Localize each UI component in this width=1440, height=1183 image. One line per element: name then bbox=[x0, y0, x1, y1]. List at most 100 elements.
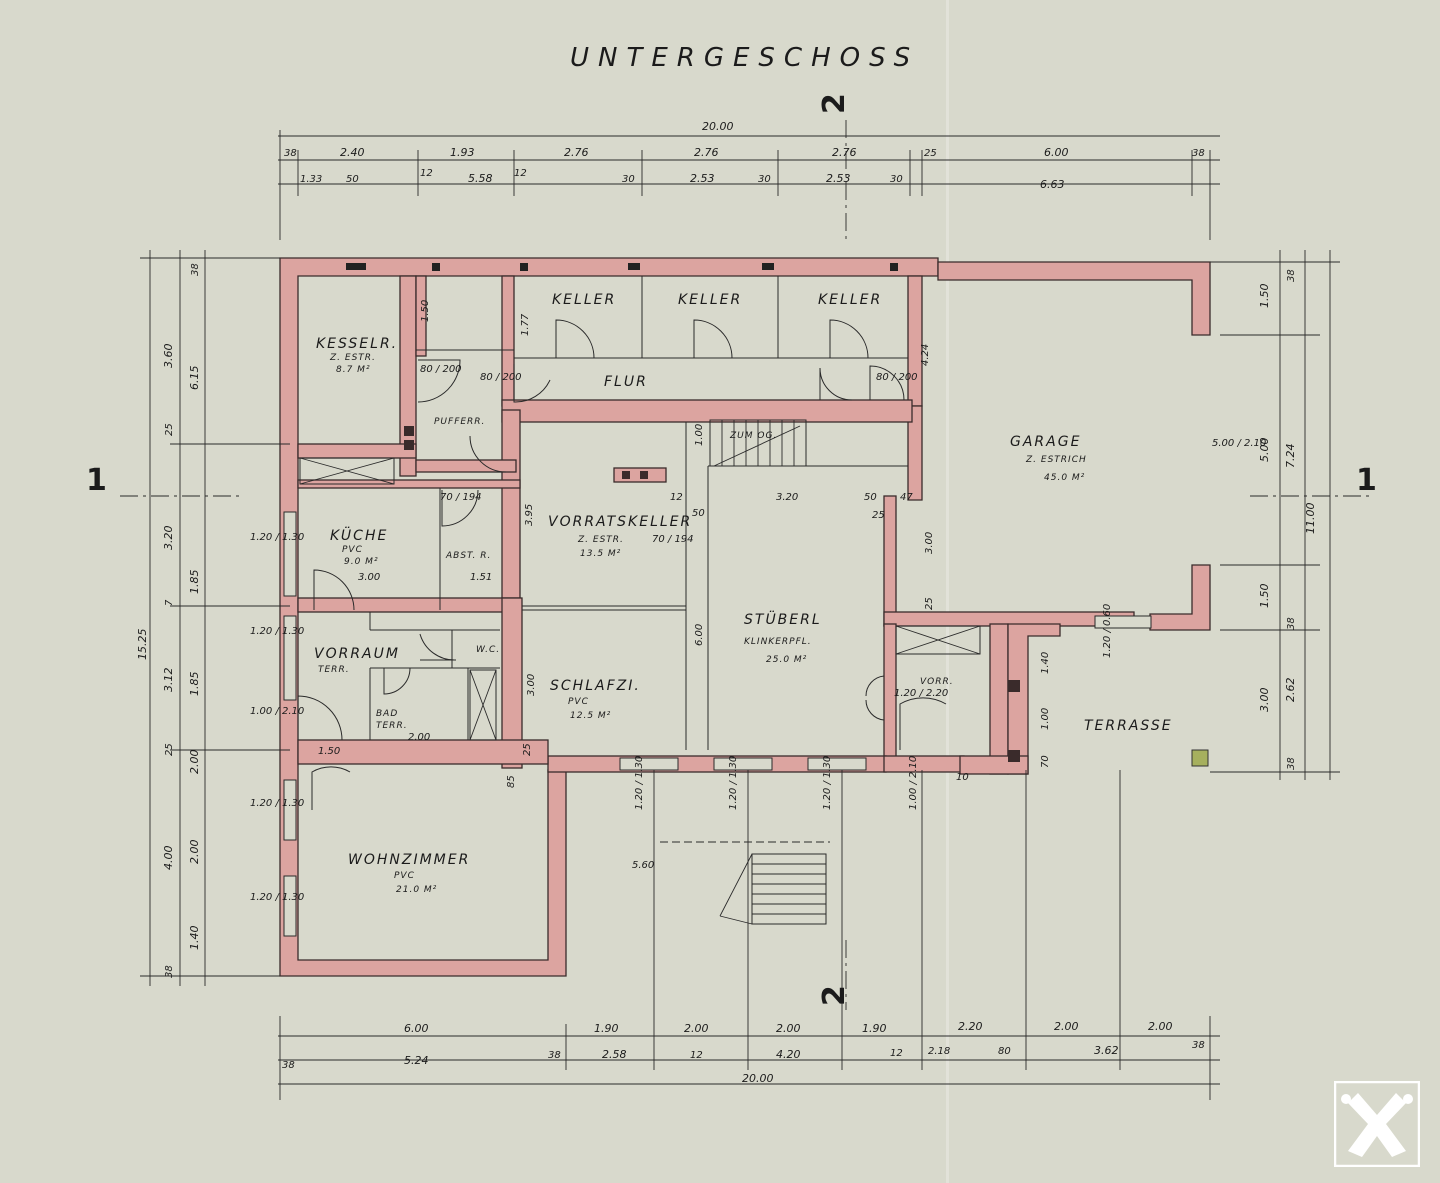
svg-text:10: 10 bbox=[956, 772, 969, 783]
keller2-name: KELLER bbox=[678, 292, 742, 308]
puffer-name: PUFFERR. bbox=[434, 417, 485, 427]
svg-text:3.00: 3.00 bbox=[358, 572, 380, 583]
svg-text:1.00: 1.00 bbox=[694, 424, 705, 446]
section-2-bottom: 2 bbox=[817, 985, 852, 1006]
window-left-wohn1 bbox=[283, 779, 297, 841]
svg-text:1.77: 1.77 bbox=[520, 313, 531, 336]
svg-text:1.90: 1.90 bbox=[594, 1022, 619, 1035]
svg-text:3.62: 3.62 bbox=[1094, 1044, 1119, 1057]
room-labels: KESSELR. Z. ESTR. 8.7 M² KELLER KELLER K… bbox=[314, 292, 1173, 895]
kueche-name: KÜCHE bbox=[330, 526, 388, 544]
svg-text:7.24: 7.24 bbox=[1284, 444, 1297, 469]
svg-text:38: 38 bbox=[282, 1060, 295, 1071]
schlaf-floor: PVC bbox=[568, 697, 589, 707]
svg-text:1.20 / 0.60: 1.20 / 0.60 bbox=[1102, 604, 1113, 658]
outer-wall-top bbox=[279, 257, 939, 977]
kueche-floor: PVC bbox=[342, 545, 363, 555]
schlaf-area: 12.5 M² bbox=[570, 711, 611, 721]
svg-text:3.95: 3.95 bbox=[524, 504, 535, 526]
wohn-area: 21.0 M² bbox=[396, 885, 437, 895]
svg-text:25: 25 bbox=[164, 743, 175, 756]
window-left-wohn2 bbox=[283, 875, 297, 937]
svg-text:38: 38 bbox=[284, 148, 297, 159]
svg-text:25: 25 bbox=[924, 597, 935, 610]
svg-text:1.20 / 1.30: 1.20 / 1.30 bbox=[728, 756, 739, 810]
svg-text:70 / 194: 70 / 194 bbox=[440, 492, 482, 503]
svg-text:6.63: 6.63 bbox=[1040, 178, 1065, 191]
svg-text:4.00: 4.00 bbox=[162, 846, 175, 871]
svg-text:25: 25 bbox=[164, 423, 175, 436]
inner-dimensions: 1.50 1.77 4.24 5.00 / 2.10 80 / 200 80 /… bbox=[250, 300, 1266, 903]
svg-text:2.76: 2.76 bbox=[694, 146, 719, 159]
stueberl-floor: KLINKERPFL. bbox=[744, 637, 812, 647]
svg-text:3.00: 3.00 bbox=[924, 532, 935, 554]
section-2-top: 2 bbox=[817, 93, 852, 114]
svg-text:1.85: 1.85 bbox=[188, 570, 201, 595]
svg-text:1.50: 1.50 bbox=[318, 746, 340, 757]
svg-text:1.33: 1.33 bbox=[300, 174, 322, 185]
svg-text:3.60: 3.60 bbox=[162, 344, 175, 369]
svg-text:80 / 200: 80 / 200 bbox=[876, 372, 918, 383]
svg-text:38: 38 bbox=[1286, 617, 1297, 630]
wall-150 bbox=[415, 275, 427, 357]
svg-text:1.20 / 1.30: 1.20 / 1.30 bbox=[634, 756, 645, 810]
svg-text:20.00: 20.00 bbox=[742, 1072, 774, 1085]
svg-text:38: 38 bbox=[190, 263, 201, 276]
window-bottom-3 bbox=[807, 757, 867, 771]
svg-text:25: 25 bbox=[924, 148, 937, 159]
svg-text:12: 12 bbox=[514, 168, 527, 179]
terrasse-name: TERRASSE bbox=[1084, 718, 1173, 734]
window-left-vorraum bbox=[283, 615, 297, 701]
bottom-wall-vorr bbox=[883, 755, 965, 773]
walls bbox=[279, 257, 1211, 977]
kessel-floor: Z. ESTR. bbox=[329, 353, 376, 363]
window-left-kueche bbox=[283, 511, 297, 597]
garage-floor: Z. ESTRICH bbox=[1025, 455, 1087, 465]
svg-text:7: 7 bbox=[164, 599, 175, 606]
wohn-floor: PVC bbox=[394, 871, 415, 881]
svg-text:2.62: 2.62 bbox=[1284, 678, 1297, 703]
svg-text:1.51: 1.51 bbox=[470, 572, 492, 583]
svg-text:1.00 / 2.10: 1.00 / 2.10 bbox=[908, 756, 919, 810]
section-markers: 1 1 2 2 bbox=[86, 93, 1377, 1006]
svg-text:50: 50 bbox=[692, 508, 705, 519]
svg-text:50: 50 bbox=[346, 174, 359, 185]
window-bottom-1 bbox=[619, 757, 679, 771]
svg-text:80: 80 bbox=[998, 1046, 1011, 1057]
svg-text:2.00: 2.00 bbox=[1054, 1020, 1079, 1033]
flur-name: FLUR bbox=[604, 374, 648, 390]
raiffeisen-gable-cross-icon bbox=[1334, 1081, 1420, 1167]
svg-text:4.24: 4.24 bbox=[920, 344, 931, 366]
doors bbox=[297, 319, 947, 810]
keller1-name: KELLER bbox=[552, 292, 616, 308]
kueche-area: 9.0 M² bbox=[344, 557, 379, 567]
window-bottom-2 bbox=[713, 757, 773, 771]
svg-text:1.50: 1.50 bbox=[1258, 584, 1271, 609]
svg-text:30: 30 bbox=[622, 174, 635, 185]
interior-lines bbox=[299, 263, 1209, 925]
svg-text:2.00: 2.00 bbox=[776, 1022, 801, 1035]
svg-text:47: 47 bbox=[900, 492, 913, 503]
puffer-right-wall bbox=[501, 275, 515, 407]
svg-text:3.00: 3.00 bbox=[526, 674, 537, 696]
svg-text:50: 50 bbox=[864, 492, 877, 503]
svg-text:12: 12 bbox=[670, 492, 683, 503]
svg-text:1.00: 1.00 bbox=[1040, 708, 1051, 730]
svg-text:1.20 / 1.30: 1.20 / 1.30 bbox=[250, 798, 304, 809]
svg-text:38: 38 bbox=[1286, 757, 1297, 770]
svg-text:30: 30 bbox=[890, 174, 903, 185]
svg-text:3.12: 3.12 bbox=[162, 668, 175, 693]
svg-text:5.00: 5.00 bbox=[1258, 438, 1271, 463]
svg-text:38: 38 bbox=[1192, 1040, 1205, 1051]
svg-text:2.00: 2.00 bbox=[1148, 1020, 1173, 1033]
plan-title: UNTERGESCHOSS bbox=[570, 43, 919, 73]
svg-text:5.24: 5.24 bbox=[404, 1054, 429, 1067]
svg-text:2.76: 2.76 bbox=[832, 146, 857, 159]
svg-text:3.20: 3.20 bbox=[162, 526, 175, 551]
kessel-area: 8.7 M² bbox=[336, 365, 371, 375]
svg-text:2.40: 2.40 bbox=[340, 146, 365, 159]
svg-text:2.00: 2.00 bbox=[408, 732, 430, 743]
svg-text:2.76: 2.76 bbox=[564, 146, 589, 159]
svg-text:5.58: 5.58 bbox=[468, 172, 493, 185]
zumog-name: ZUM OG. bbox=[729, 431, 777, 441]
